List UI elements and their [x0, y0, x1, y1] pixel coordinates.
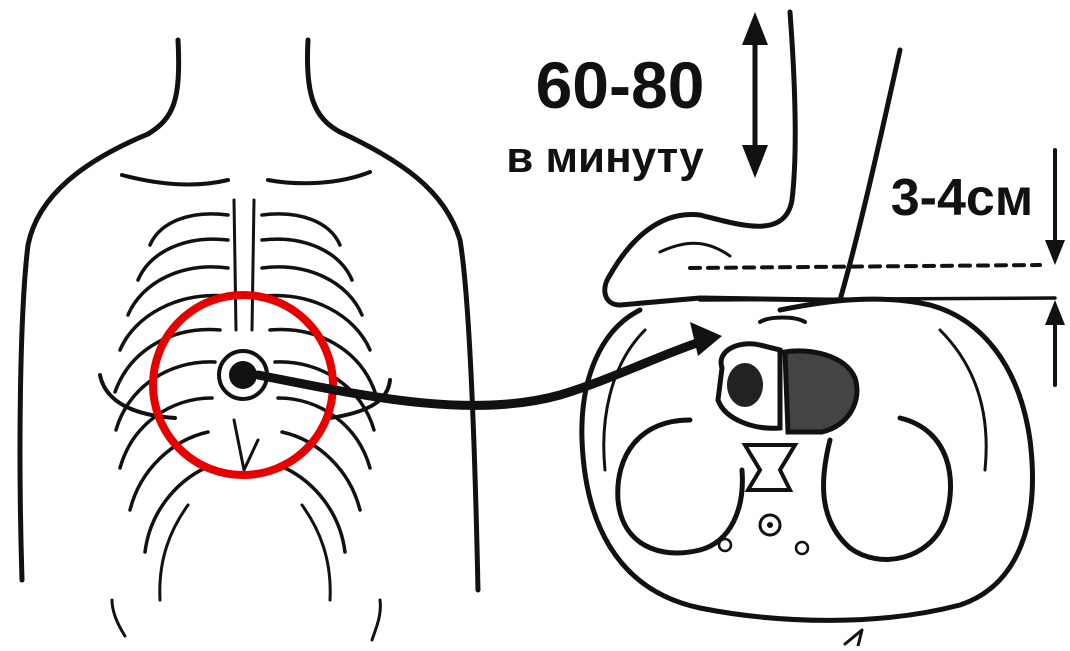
depth-label: 3-4см — [891, 169, 1034, 227]
xiphoid-process — [234, 420, 258, 470]
left-clavicle — [122, 175, 228, 185]
heart-right-chamber — [785, 351, 857, 432]
neck-left-outline — [148, 40, 179, 134]
heart-left-ventricle — [727, 363, 763, 407]
direction-arrow-icon — [690, 322, 722, 356]
sternum-left-edge — [234, 200, 236, 330]
left-ribs — [115, 214, 228, 600]
chest-outline — [582, 299, 1033, 620]
depth-line-top — [690, 265, 1040, 268]
spine-vertebra — [745, 445, 795, 490]
rate-value-label: 60-80 — [536, 48, 705, 122]
left-shoulder-outline — [20, 134, 148, 580]
right-clavicle — [268, 172, 370, 183]
up-down-arrow-icon — [742, 12, 768, 178]
sternum-section — [760, 318, 805, 323]
right-lung — [823, 418, 950, 559]
depth-line-bottom — [700, 298, 1055, 300]
rate-unit-label: в минуту — [506, 133, 704, 182]
depth-arrows-icon — [1045, 150, 1065, 385]
torso-figure — [20, 40, 478, 640]
chest-cross-section — [582, 299, 1033, 620]
finger-detail — [660, 243, 730, 256]
sternum-right-edge — [252, 200, 254, 330]
left-lung — [618, 420, 743, 553]
lower-right-outline — [372, 600, 380, 640]
lower-left-outline — [112, 600, 125, 636]
neck-right-outline — [307, 40, 340, 132]
corner-mark — [845, 630, 862, 646]
compression-point-dot — [229, 361, 257, 389]
right-shoulder-outline — [340, 132, 478, 590]
right-ribs — [262, 214, 375, 600]
